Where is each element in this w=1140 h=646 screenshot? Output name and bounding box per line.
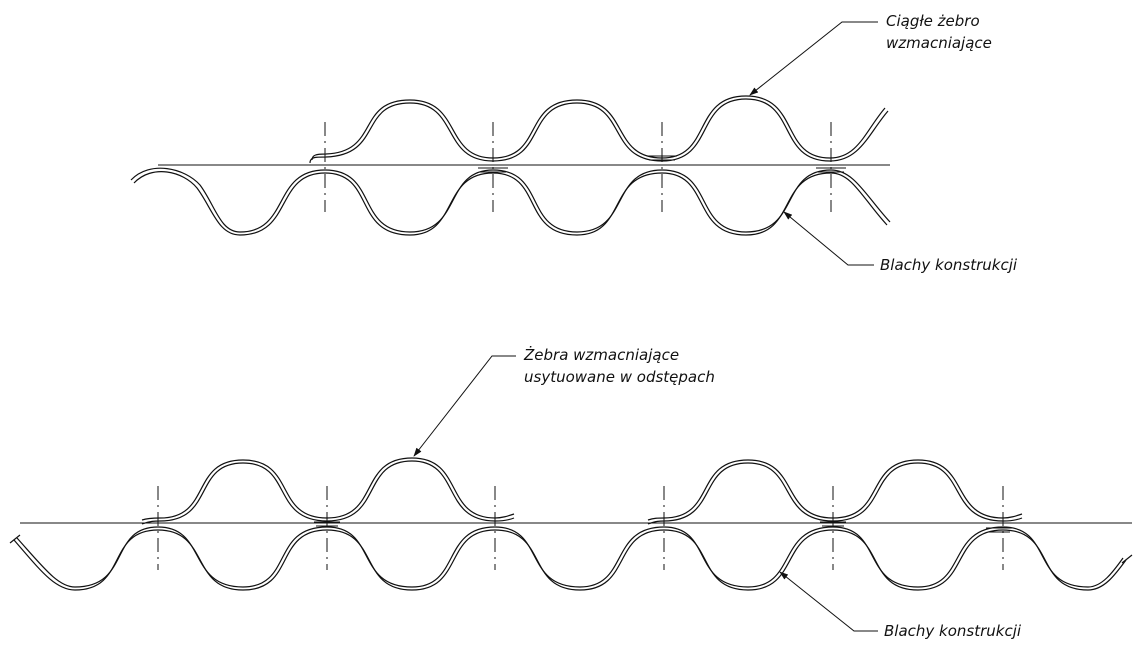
structural-sheet-b <box>9 526 1133 591</box>
structural-sheet-a <box>130 167 891 236</box>
rib-label-a-line1: Ciągłe żebro <box>886 12 980 30</box>
reinforcing-rib-group-2 <box>647 459 1023 525</box>
joint-marks-a <box>478 155 846 173</box>
reinforcing-rib-group-1 <box>141 457 515 525</box>
rib-label-b-line2: usytuowane w odstępach <box>524 368 715 386</box>
leader-sheet-b <box>779 571 878 632</box>
sheet-label-a: Blachy konstrukcji <box>880 256 1018 274</box>
leader-rib-b <box>413 355 516 457</box>
sheet-label-b: Blachy konstrukcji <box>884 622 1022 640</box>
leader-sheet-a <box>783 211 874 266</box>
axis-lines-b <box>157 486 1004 570</box>
leader-rib-a <box>749 21 878 96</box>
axis-lines-a <box>324 122 832 212</box>
rib-label-a-line2: wzmacniające <box>886 34 992 52</box>
joint-marks-b <box>314 521 1012 533</box>
diagram-spaced-ribs: Żebra wzmacniające usytuowane w odstępac… <box>9 345 1133 640</box>
rib-label-b-line1: Żebra wzmacniające <box>523 345 679 364</box>
continuous-rib <box>309 95 889 164</box>
diagram-continuous-rib: Ciągłe żebro wzmacniające Blachy konstru… <box>130 12 1018 274</box>
